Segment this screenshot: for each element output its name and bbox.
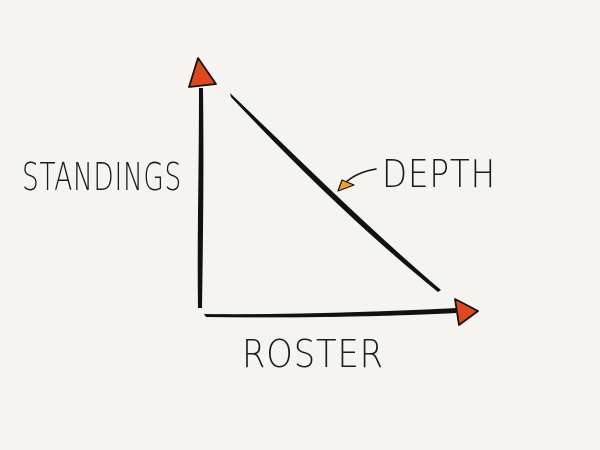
- y-axis-line: [197, 88, 204, 308]
- depth-callout-arrowhead: [337, 179, 355, 192]
- depth-callout-stroke: [343, 168, 377, 185]
- depth-label: DEPTH: [382, 152, 496, 196]
- x-axis-label: ROSTER: [242, 332, 384, 376]
- y-axis-arrowhead: [188, 57, 217, 88]
- y-axis-label: STANDINGS: [22, 155, 182, 199]
- x-axis-line: [204, 308, 456, 318]
- depth-diagonal-line: [230, 93, 441, 292]
- x-axis-arrowhead: [454, 298, 479, 326]
